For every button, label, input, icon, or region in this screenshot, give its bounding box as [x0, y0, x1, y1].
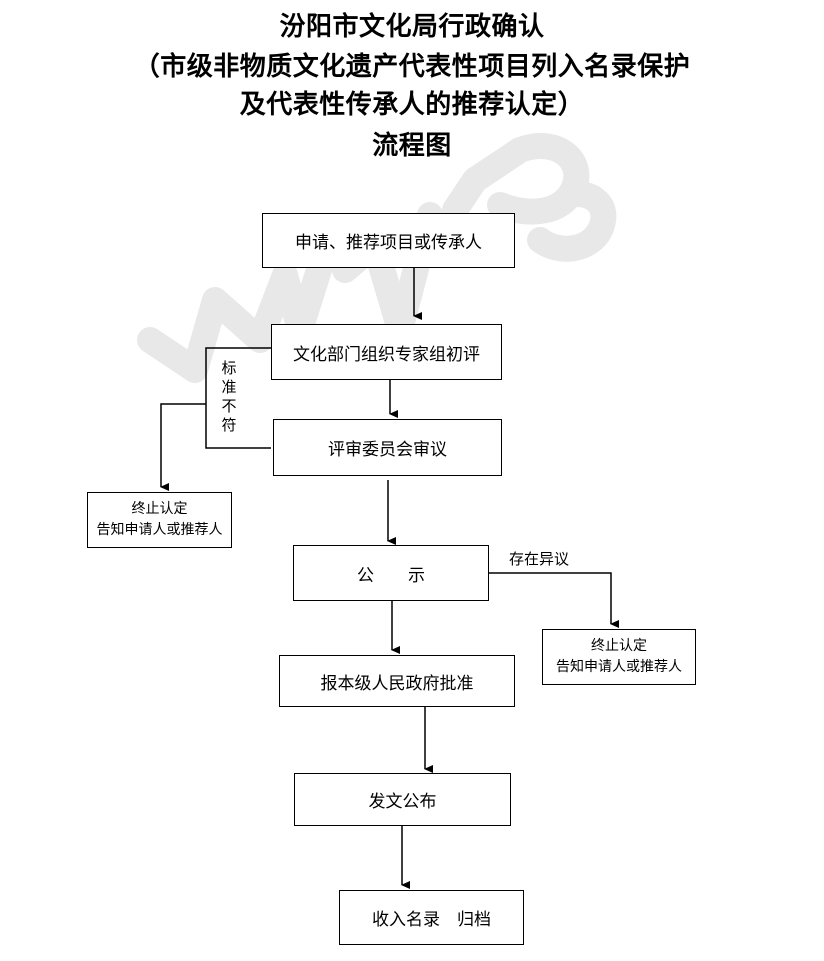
terminate-right-line2: 告知申请人或推荐人 [556, 659, 682, 675]
step-publish-label: 发文公布 [368, 792, 437, 812]
step-publicity-label: 公 示 [357, 565, 425, 586]
step-committee-label: 评审委员会审议 [328, 440, 447, 460]
terminate-right-box: 终止认定 告知申请人或推荐人 [542, 629, 696, 685]
step-apply-label: 申请、推荐项目或传承人 [295, 233, 482, 253]
nonconform-char-3: 不 [221, 397, 237, 415]
step-apply: 申请、推荐项目或传承人 [262, 213, 515, 268]
terminate-left-box: 终止认定 告知申请人或推荐人 [87, 492, 232, 548]
step-approval-label: 报本级人民政府批准 [320, 673, 474, 694]
arrow-to-terminate-left [160, 403, 206, 491]
title-line-2: （市级非物质文化遗产代表性项目列入名录保护 [133, 52, 691, 82]
title-line-4: 流程图 [372, 131, 452, 161]
step-expert-review-label: 文化部门组织专家组初评 [293, 344, 480, 365]
nonconform-label: 标 准 不 符 [219, 359, 239, 435]
step-committee: 评审委员会审议 [273, 419, 502, 476]
step-archive-label: 收入名录 归档 [372, 910, 491, 930]
step-approval: 报本级人民政府批准 [279, 655, 515, 707]
objection-label: 存在异议 [509, 550, 570, 568]
nonconform-bracket [205, 347, 271, 449]
step-publicity: 公 示 [293, 545, 489, 601]
step-publish: 发文公布 [294, 773, 511, 826]
arrow-to-terminate-right [489, 572, 619, 628]
nonconform-char-1: 标 [221, 359, 237, 377]
nonconform-char-2: 准 [221, 378, 237, 396]
terminate-left-line2: 告知申请人或推荐人 [96, 522, 223, 538]
terminate-right-line1: 终止认定 [591, 638, 647, 654]
step-archive: 收入名录 归档 [339, 890, 524, 945]
nonconform-char-4: 符 [221, 416, 237, 434]
title-line-1: 汾阳市文化局行政确认 [279, 12, 545, 42]
step-expert-review: 文化部门组织专家组初评 [271, 324, 502, 380]
terminate-left-line1: 终止认定 [131, 501, 188, 517]
title-line-3: 及代表性传承人的推荐认定） [239, 90, 585, 120]
